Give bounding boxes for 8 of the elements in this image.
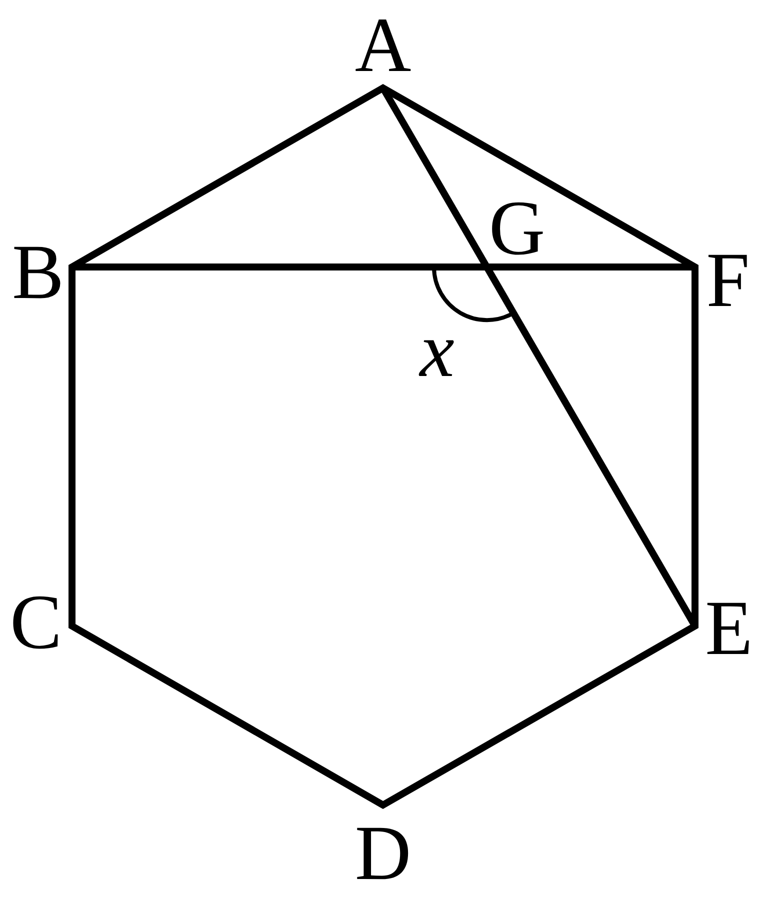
vertex-label: E [705, 589, 753, 667]
vertex-label: B [12, 233, 64, 311]
vertex-label: G [488, 189, 546, 267]
angle-label: x [420, 311, 454, 389]
vertex-label: F [706, 241, 750, 319]
vertex-label: D [354, 814, 412, 892]
vertex-label: A [354, 6, 412, 84]
vertex-label: C [10, 583, 62, 661]
